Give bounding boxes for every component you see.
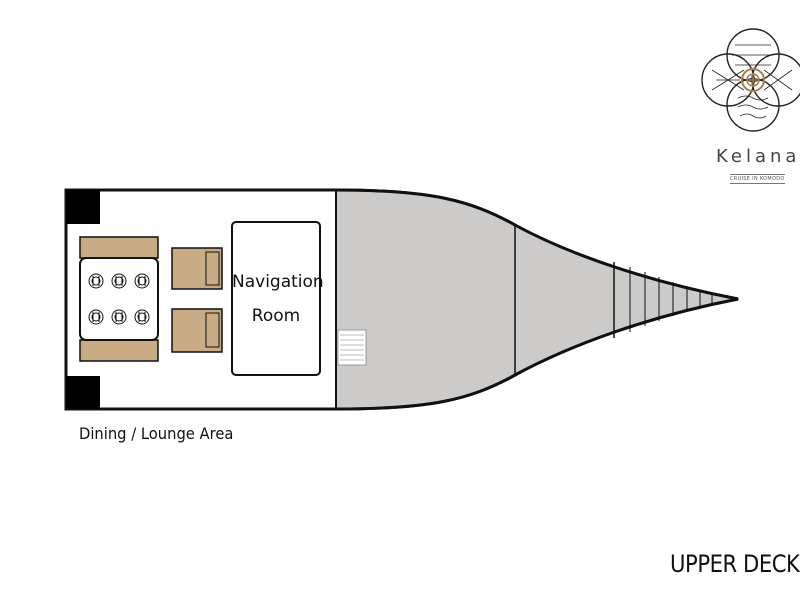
bow-slats <box>629 267 713 332</box>
deck-title: UPPER DECK <box>670 550 800 578</box>
corner-post-bottom <box>66 376 100 409</box>
bow-outline <box>335 188 739 411</box>
stairs <box>337 329 367 366</box>
navigation-room <box>231 221 321 376</box>
place-setting-icon <box>111 309 127 325</box>
navigation-room-label-line2: Room <box>251 306 301 326</box>
place-setting-icon <box>88 273 104 289</box>
bench-bottom <box>79 339 159 362</box>
place-setting-icon <box>88 309 104 325</box>
place-setting-icon <box>111 273 127 289</box>
place-setting-icon <box>134 309 150 325</box>
lounger-bottom <box>171 308 223 353</box>
dining-lounge-area-label: Dining / Lounge Area <box>79 424 234 443</box>
dining-table <box>79 257 159 341</box>
ornamental-diamond-logo <box>701 28 800 132</box>
brand-tagline: CRUISE IN KOMODO <box>730 174 785 184</box>
bench-top <box>79 236 159 259</box>
open-deck-area <box>336 191 734 408</box>
corner-post-top <box>66 190 100 224</box>
place-settings <box>88 273 150 325</box>
brand-name: Kelana <box>716 146 800 167</box>
place-setting-icon <box>134 273 150 289</box>
lounger-top <box>171 247 223 290</box>
navigation-room-label-line1: Navigation <box>232 272 324 292</box>
